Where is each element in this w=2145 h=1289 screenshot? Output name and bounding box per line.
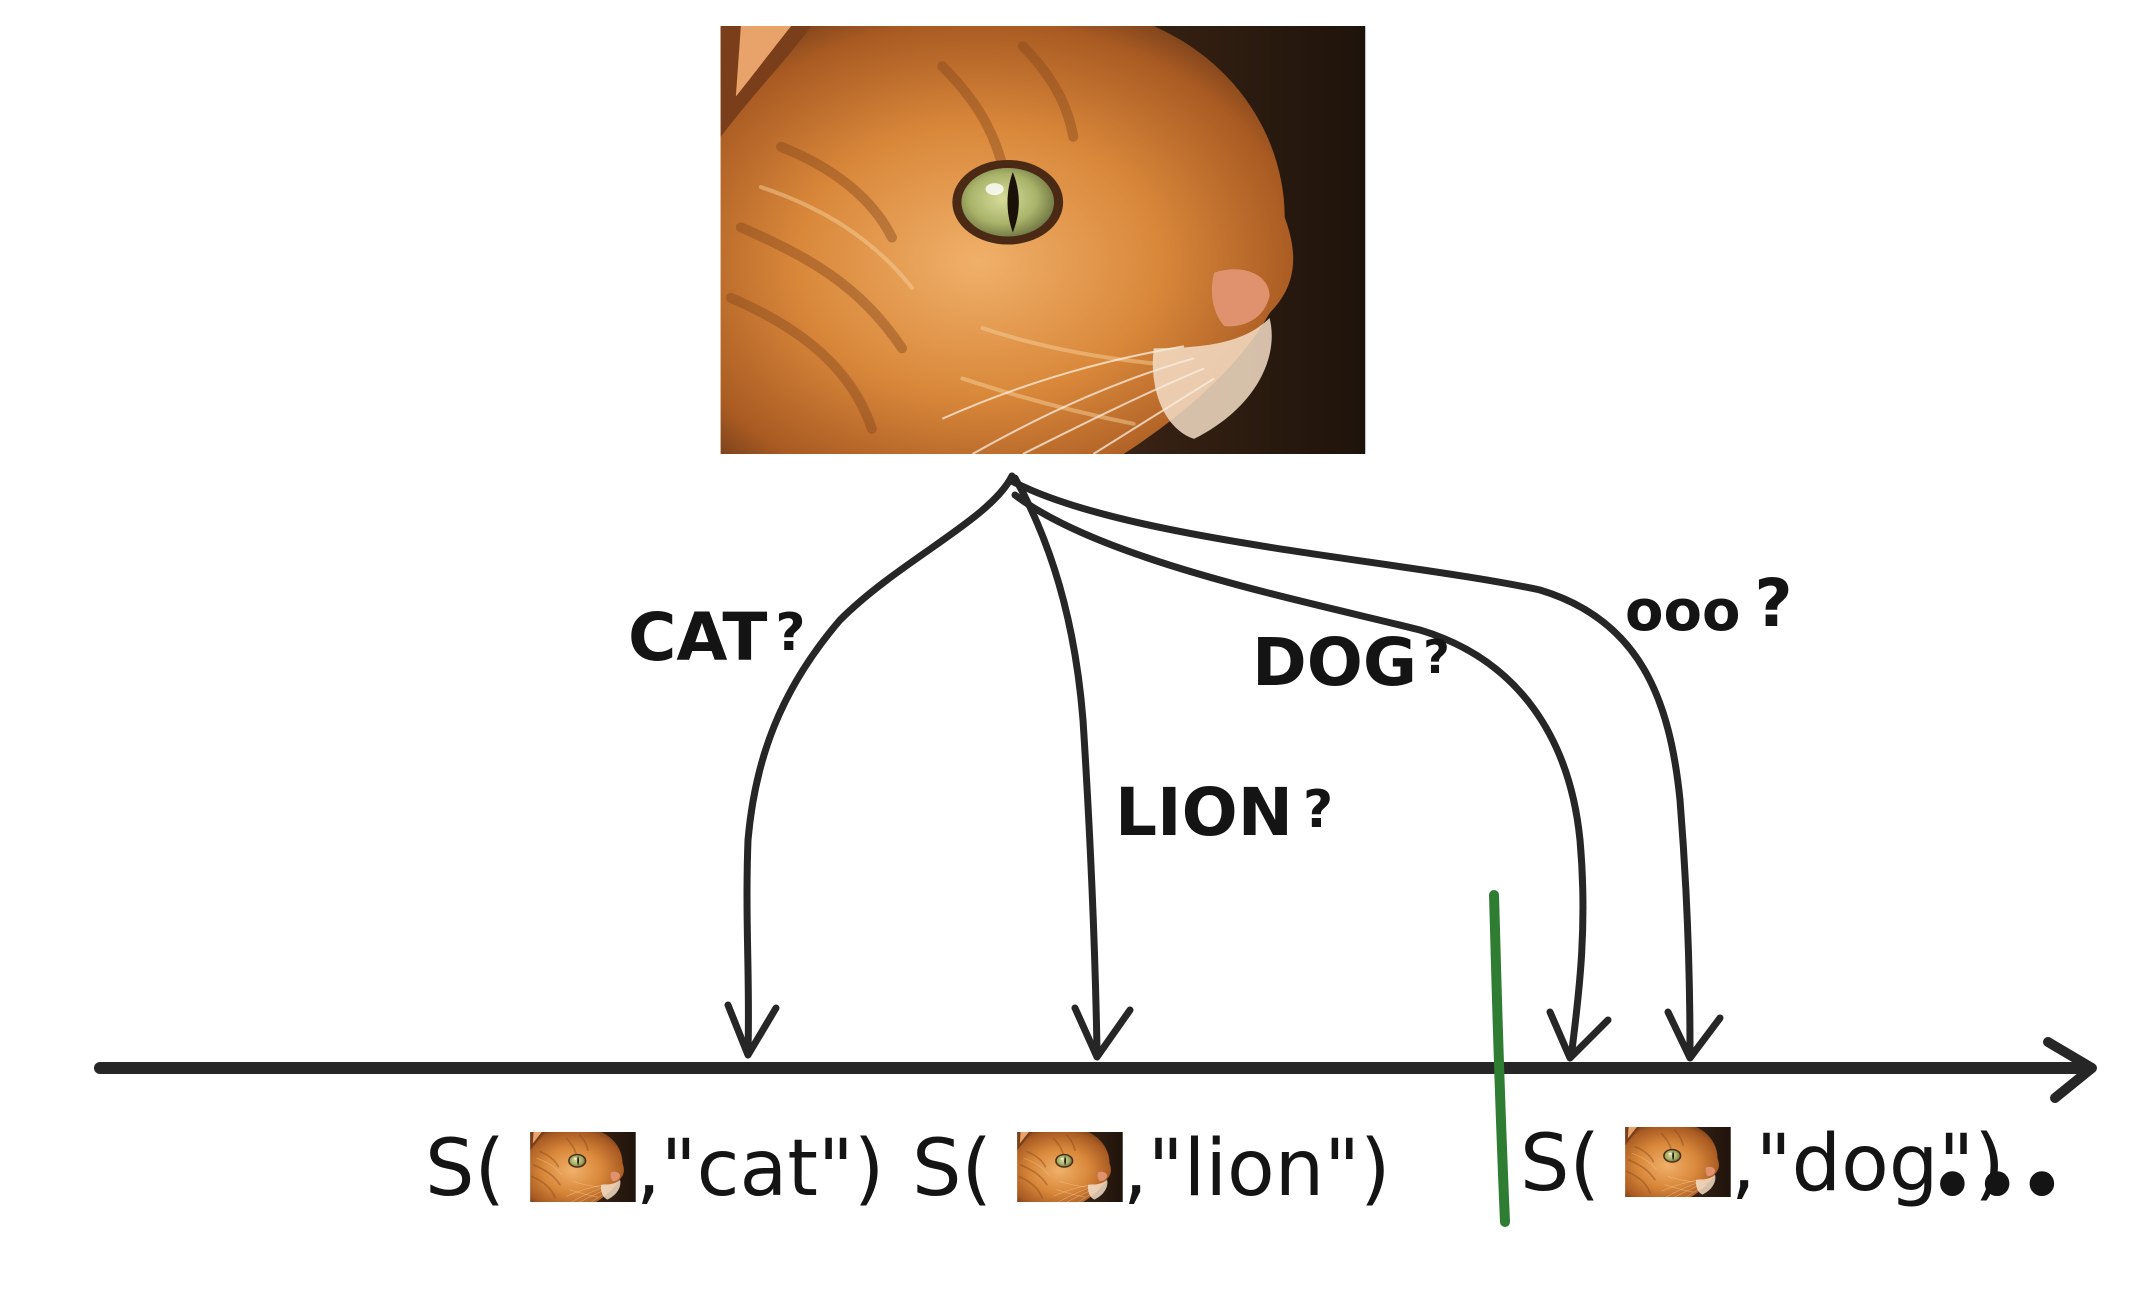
score-expression-lion: S( ,"lion") xyxy=(912,1124,1390,1214)
arrow-to-more xyxy=(1006,476,1694,1054)
threshold-line xyxy=(1489,890,1510,1227)
arrowhead-cat xyxy=(724,1001,780,1059)
score-fn-lion: S( xyxy=(912,1124,992,1214)
arrowhead-dog xyxy=(1546,1008,1612,1062)
arrow-to-dog xyxy=(1011,491,1587,1054)
axis-line xyxy=(94,1061,2091,1075)
score-axis xyxy=(94,1037,2097,1103)
label-more: ooo? xyxy=(1625,565,1793,644)
score-text-lion: ,"lion") xyxy=(1123,1124,1390,1214)
score-expression-dog: S( ,"dog") xyxy=(1520,1119,2005,1209)
arrow-to-lion xyxy=(1011,474,1101,1054)
score-fn-dog: S( xyxy=(1520,1119,1600,1209)
trailing-ellipsis: ••• xyxy=(1930,1145,2064,1227)
score-text-cat: ,"cat") xyxy=(636,1124,884,1214)
score-expression-cat: S( ,"cat") xyxy=(425,1124,884,1214)
label-lion: LION? xyxy=(1115,774,1333,851)
cat-photo-main xyxy=(721,26,1366,454)
arrowhead-lion xyxy=(1071,1004,1134,1061)
arrowhead-more xyxy=(1664,1008,1724,1062)
cat-thumbnail-icon xyxy=(1017,1132,1123,1202)
cat-thumbnail-icon xyxy=(1625,1127,1731,1197)
score-text-dog: ,"dog") xyxy=(1731,1119,2005,1209)
cat-thumbnail-icon xyxy=(530,1132,636,1202)
label-dog: DOG? xyxy=(1252,624,1450,701)
hypothesis-arrows xyxy=(724,472,1724,1062)
axis-arrowhead xyxy=(2043,1037,2097,1103)
score-fn-cat: S( xyxy=(425,1124,505,1214)
label-cat: CAT? xyxy=(628,599,806,676)
arrow-to-cat xyxy=(743,472,1016,1054)
hypothesis-labels: CAT? LION? DOG? ooo? xyxy=(628,565,1793,851)
